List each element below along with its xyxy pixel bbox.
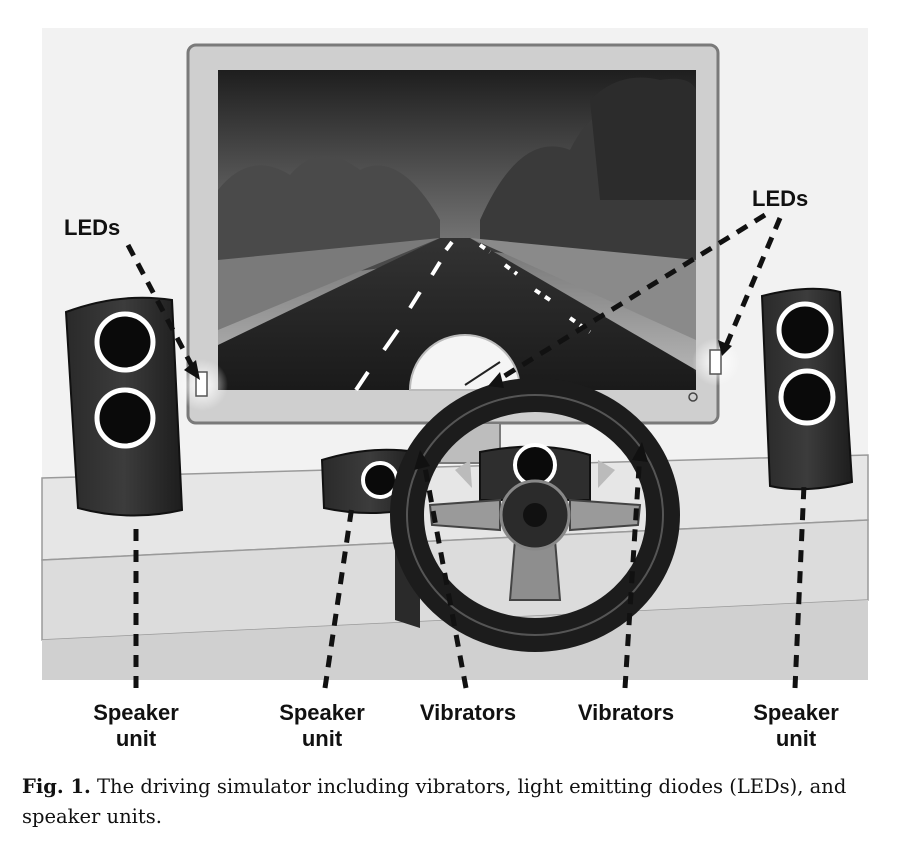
led-left-icon [176, 359, 228, 411]
arrowhead-vibrators-right [632, 442, 648, 462]
leader-lines [125, 212, 807, 689]
leader-leds-right-b [723, 217, 783, 347]
label-vibrators-left: Vibrators [419, 700, 517, 725]
figure-caption: Fig. 1. The driving simulator including … [22, 772, 892, 832]
label-vibrators-right: Vibrators [577, 700, 675, 725]
driving-simulator-illustration [41, 28, 869, 689]
right-speaker [760, 287, 854, 491]
caption-text: The driving simulator including vibrator… [22, 775, 847, 828]
led-right-icon [692, 338, 740, 386]
monitor [186, 43, 720, 464]
arrowheads [184, 340, 732, 470]
arrowhead-vibrators-left [414, 450, 430, 470]
arrowhead-leds-left [184, 360, 200, 380]
label-leds-left: LEDs [64, 215, 121, 240]
label-leds-right: LEDs [752, 186, 809, 211]
arrowhead-leds-right-a [488, 372, 504, 388]
left-speaker [64, 296, 184, 517]
leader-vibrators-right [622, 451, 643, 689]
figure-label: Fig. 1. [22, 775, 91, 798]
leader-leds-left [125, 243, 195, 368]
leader-leds-right-a [496, 212, 767, 383]
leader-speaker-right [792, 484, 807, 689]
leader-speaker-center [322, 505, 355, 689]
arrowhead-leds-right-b [718, 340, 732, 356]
steering-wheel [390, 378, 680, 652]
leader-vibrators-left [421, 461, 469, 689]
